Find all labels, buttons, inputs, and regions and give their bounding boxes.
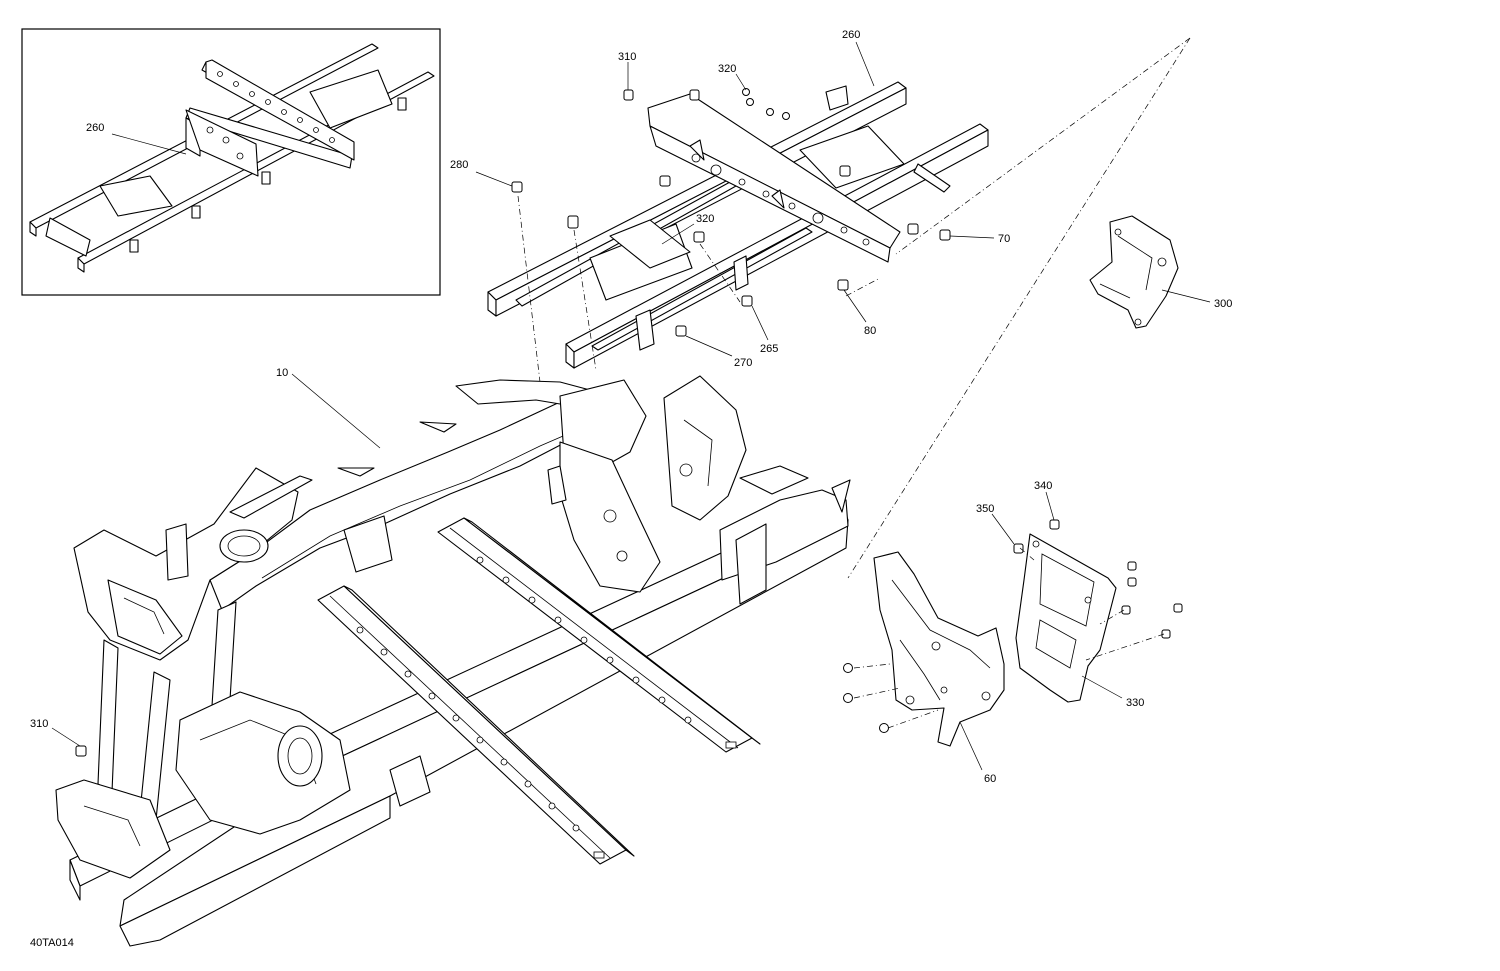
callout-260: 260 (842, 29, 860, 41)
callout-265: 265 (760, 343, 778, 355)
plate-330 (1015, 533, 1117, 703)
rear-subframe-260 (487, 81, 989, 369)
inset-subframe-view (21, 28, 441, 296)
callout-350: 350 (976, 503, 994, 515)
callout-280: 280 (450, 159, 468, 171)
callout-270: 270 (734, 357, 752, 369)
callout-10: 10 (276, 367, 288, 379)
callout-80: 80 (864, 325, 876, 337)
floor-rail-right (437, 517, 761, 753)
callout-320-top: 320 (718, 63, 736, 75)
floor-rail-left (317, 585, 635, 865)
callout-310-bottom: 310 (30, 718, 48, 730)
callout-70: 70 (998, 233, 1010, 245)
bracket-60 (873, 551, 1005, 747)
leader-inset-260 (111, 133, 187, 155)
bracket-300 (1089, 215, 1179, 329)
hardware-top (511, 88, 951, 337)
hardware-bottom-right (843, 519, 1183, 733)
callout-60: 60 (984, 773, 996, 785)
callout-310-top: 310 (618, 51, 636, 63)
main-frame-10 (55, 375, 851, 947)
callout-300: 300 (1214, 298, 1232, 310)
callout-320-mid: 320 (696, 213, 714, 225)
callout-340: 340 (1034, 480, 1052, 492)
callout-330: 330 (1126, 697, 1144, 709)
diagram-code: 40TA014 (30, 937, 74, 949)
callout-inset-260: 260 (86, 122, 104, 134)
